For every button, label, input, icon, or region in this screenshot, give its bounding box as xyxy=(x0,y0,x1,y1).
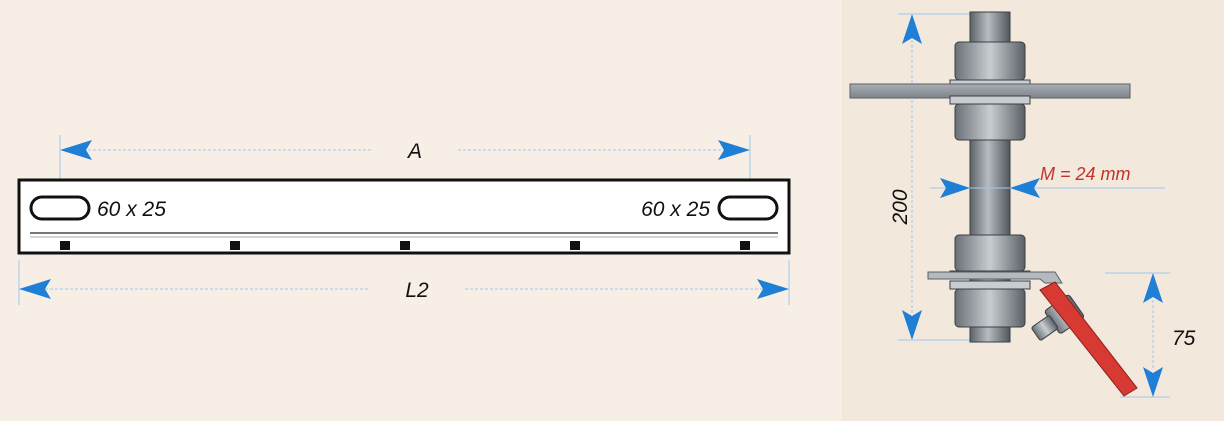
arrowhead-right xyxy=(718,140,750,160)
earthing-strip xyxy=(1039,281,1138,397)
dimension-75-label: 75 xyxy=(1172,327,1196,350)
slot-left xyxy=(29,195,91,221)
arrowhead-left xyxy=(60,140,92,160)
arrowhead-up xyxy=(1143,273,1163,303)
plate-tab xyxy=(230,241,240,250)
arrowhead-up xyxy=(902,14,922,44)
rod-outline xyxy=(969,11,1011,343)
slot-left-label: 60 x 25 xyxy=(97,198,166,221)
upper-nut xyxy=(954,103,1026,141)
dimension-l2-label: L2 xyxy=(405,279,429,302)
diameter-label: M = 24 mm xyxy=(1040,164,1131,184)
plate-outline xyxy=(17,178,791,255)
mounting-plate: 60 x 25 60 x 25 xyxy=(17,178,791,255)
slot-right-label: 60 x 25 xyxy=(641,198,710,221)
lower-nut xyxy=(954,234,1026,272)
arrowhead-left xyxy=(19,279,51,299)
bracket-angle xyxy=(927,271,1063,284)
washer xyxy=(949,95,1031,105)
plate-tab xyxy=(400,241,410,250)
arrowhead-left xyxy=(1010,178,1040,198)
dimension-75: 75 xyxy=(1105,272,1196,398)
bolt-panel-background xyxy=(842,0,1224,421)
dimension-a-label: A xyxy=(406,140,422,163)
top-nut xyxy=(954,41,1026,81)
arrowhead-right xyxy=(940,178,970,198)
slot-right xyxy=(717,195,779,221)
plate-tab xyxy=(60,241,70,250)
arrowhead-right xyxy=(757,279,789,299)
dimension-l2: L2 xyxy=(18,260,790,305)
arrowhead-down xyxy=(902,310,922,340)
bottom-nut xyxy=(954,288,1026,328)
clamp-bolt-head xyxy=(1031,315,1059,341)
plate-tab xyxy=(740,241,750,250)
plate-tab xyxy=(570,241,580,250)
arrowhead-down xyxy=(1143,367,1163,397)
washer xyxy=(949,280,1031,290)
dimension-a: A xyxy=(59,135,751,188)
dimension-diameter: M = 24 mm xyxy=(930,164,1165,198)
dimension-200-label: 200 xyxy=(889,189,912,225)
